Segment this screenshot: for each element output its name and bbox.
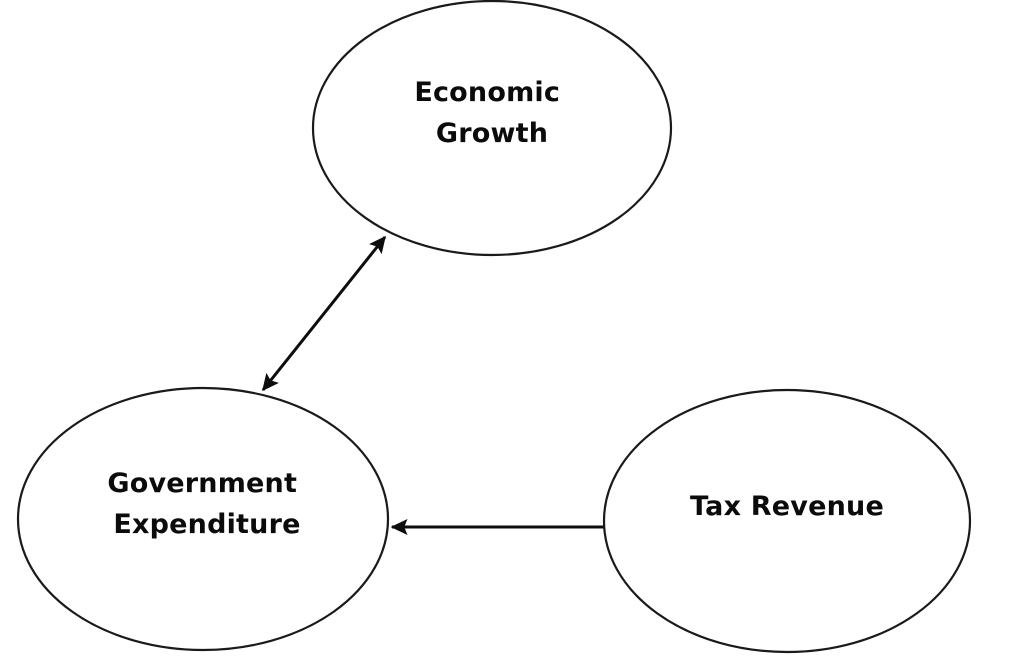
economic-growth-label-line-2: Growth bbox=[436, 118, 548, 149]
node-government-expenditure[interactable]: Government Expenditure bbox=[16, 386, 390, 652]
government-expenditure-label-line-2: Expenditure bbox=[113, 509, 300, 540]
tax-revenue-label-line-1: Tax Revenue bbox=[690, 491, 884, 522]
economic-growth-label-line-1: Economic bbox=[414, 77, 560, 108]
government-expenditure-label: Government Expenditure bbox=[107, 468, 306, 540]
bidirectional-arrow-line bbox=[261, 235, 387, 392]
node-economic-growth[interactable]: Economic Growth bbox=[311, 0, 673, 257]
government-expenditure-label-line-1: Government bbox=[107, 468, 297, 499]
government-expenditure-ellipse bbox=[16, 386, 390, 652]
tax-revenue-label: Tax Revenue bbox=[690, 491, 884, 522]
economic-growth-ellipse bbox=[311, 0, 673, 257]
node-tax-revenue[interactable]: Tax Revenue bbox=[602, 388, 972, 654]
tax-revenue-ellipse bbox=[602, 388, 972, 654]
economic-growth-label: Economic Growth bbox=[414, 77, 569, 149]
edge-growth-expenditure[interactable] bbox=[261, 235, 387, 392]
